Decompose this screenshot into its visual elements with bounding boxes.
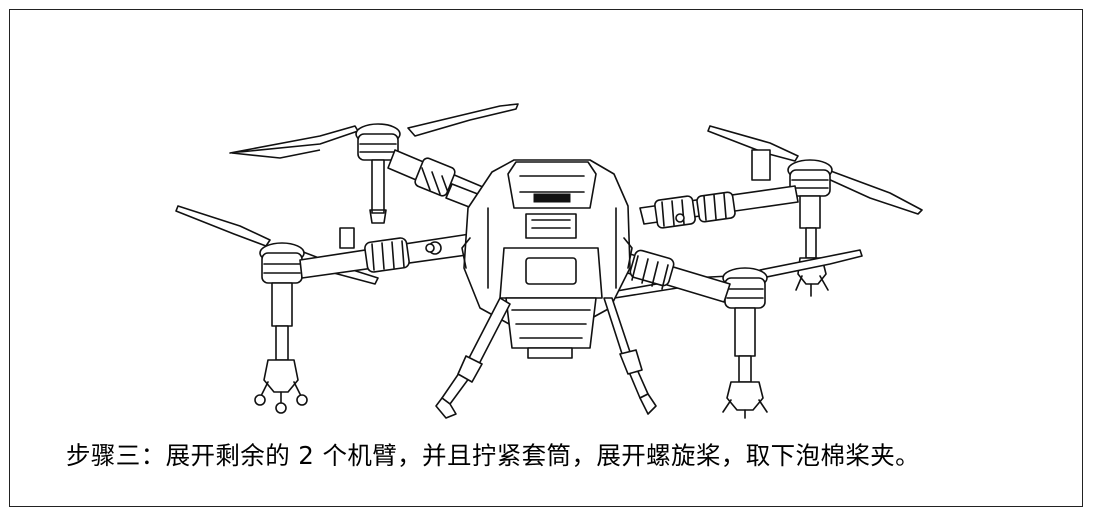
arm-front-left <box>299 233 475 279</box>
drone-illustration <box>175 103 923 419</box>
page-border <box>9 9 1083 507</box>
drone-body <box>463 159 631 359</box>
landing-gear <box>435 297 657 419</box>
arm-rear-right <box>639 185 799 229</box>
propeller-rear-left <box>229 103 519 224</box>
step-caption: 步骤三：展开剩余的 2 个机臂，并且拧紧套筒，展开螺旋桨，取下泡棉桨夹。 <box>66 441 921 470</box>
propeller-rear-right <box>707 125 923 297</box>
propeller-front-left <box>175 205 379 414</box>
fuselage-details <box>425 213 685 269</box>
